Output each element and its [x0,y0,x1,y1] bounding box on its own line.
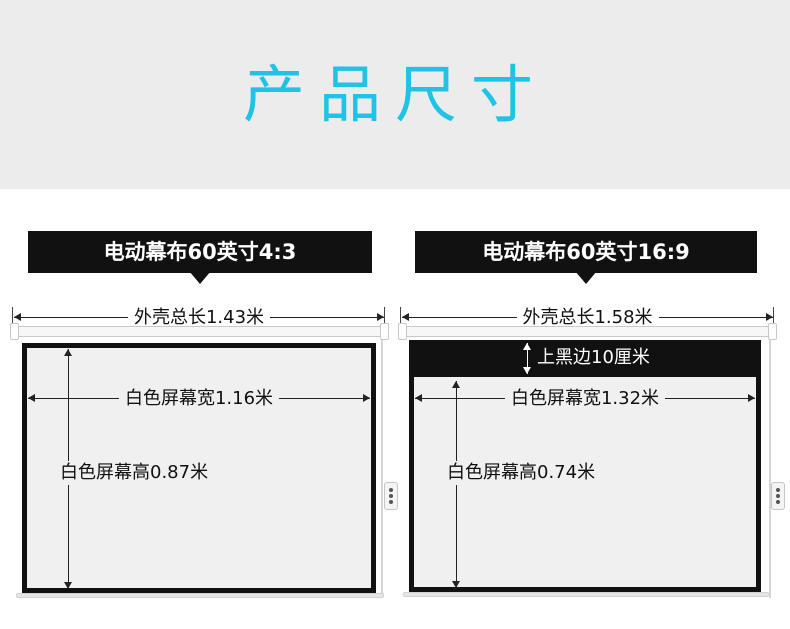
housing-endcap-right [380,323,389,340]
black-border-dimension [523,343,533,374]
housing-endcap-left [398,323,407,340]
wall-switch-icon [384,482,398,510]
power-cable [381,340,383,598]
top-black-border [409,340,761,377]
length-tick-right [773,307,774,323]
length-tick-left [400,307,401,323]
screen-width-dimension: 白色屏幕宽1.32米 [415,387,755,411]
screen-bottom-bar [403,592,769,597]
banner-notch [189,271,211,284]
housing-endcap-right [768,323,777,340]
power-cable [769,340,771,598]
screen-bottom-bar [16,593,384,598]
screen-width-label: 白色屏幕宽1.16米 [118,387,280,411]
screen-height-label: 白色屏幕高0.74米 [445,461,598,485]
panel-16-9: 电动幕布60英寸16:9 外壳总长1.58米 上黑边10厘米 白色屏幕宽1.32… [395,0,790,629]
screen-height-label: 白色屏幕高0.87米 [58,461,211,485]
page-title: 产品尺寸 [242,58,547,131]
screen-housing [400,326,775,337]
length-tick-left [12,307,13,323]
banner-notch [575,271,597,284]
header-band: 产品尺寸 [0,0,790,189]
banner-16-9: 电动幕布60英寸16:9 [415,231,757,273]
screen-housing [12,326,386,337]
housing-endcap-left [10,323,19,340]
wall-switch-icon [771,482,785,510]
length-tick-right [384,307,385,323]
panel-4-3: 电动幕布60英寸4:3 外壳总长1.43米 白色屏幕宽1.16米 白色屏幕高0.… [10,231,398,598]
banner-4-3: 电动幕布60英寸4:3 [28,231,372,273]
black-border-label: 上黑边10厘米 [537,347,650,368]
screen-width-dimension: 白色屏幕宽1.16米 [28,387,370,411]
screen-width-label: 白色屏幕宽1.32米 [504,387,666,411]
